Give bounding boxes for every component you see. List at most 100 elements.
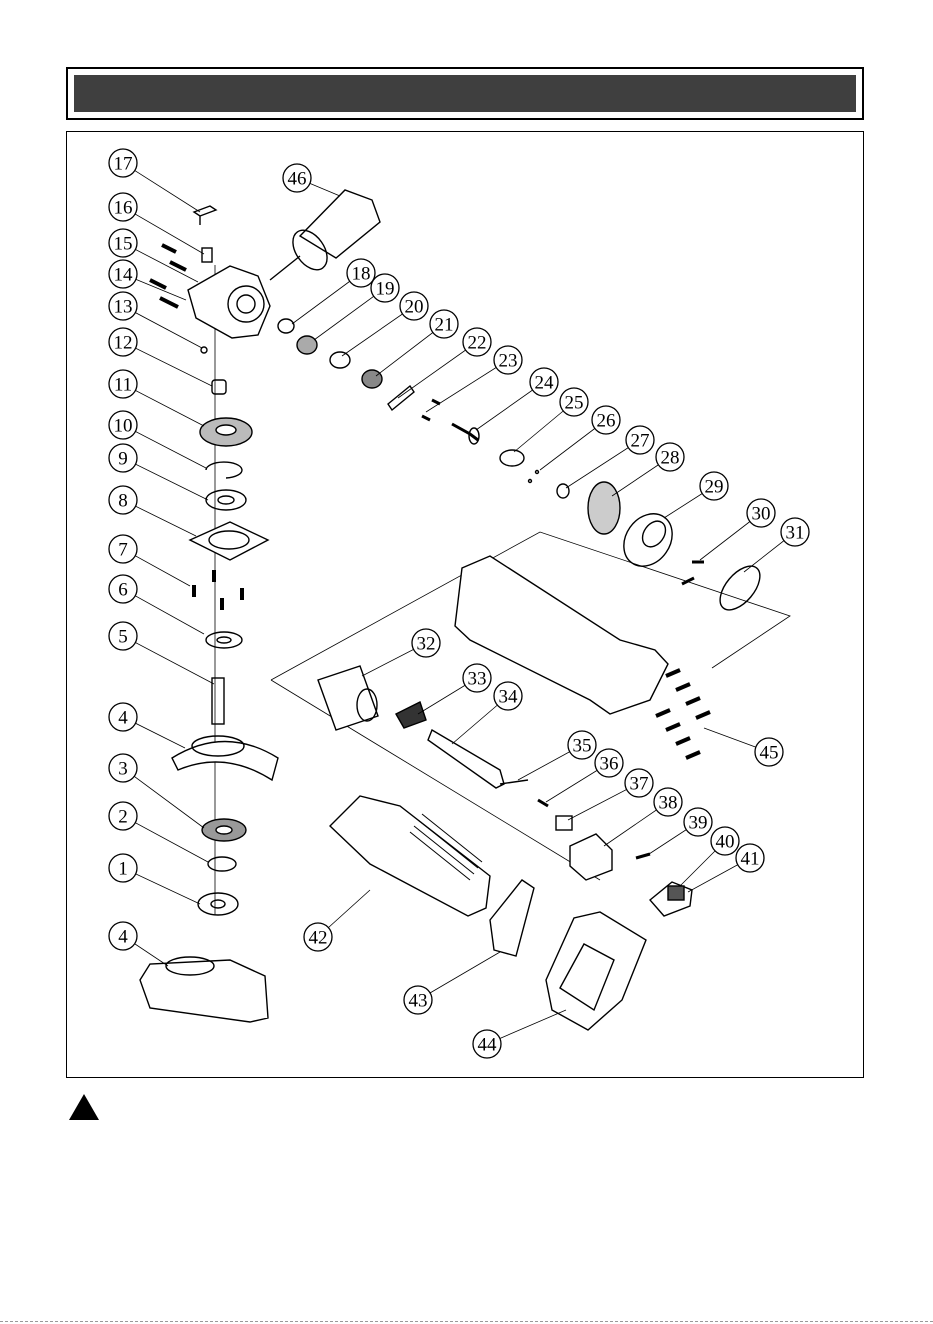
part-12-drawing (212, 380, 226, 394)
callout-number-10: 10 (114, 416, 133, 437)
part-screw-a (162, 245, 176, 252)
callout-32: 32 (412, 629, 440, 657)
callout-number-18: 18 (352, 264, 371, 285)
callout-9: 9 (109, 444, 137, 472)
callout-number-44: 44 (478, 1035, 498, 1056)
callout-40: 40 (711, 827, 739, 855)
callout-34: 34 (494, 682, 522, 710)
callout-44: 44 (473, 1030, 501, 1058)
callout-28: 28 (656, 443, 684, 471)
callout-number-2: 2 (118, 807, 128, 828)
part-screw-c (150, 280, 166, 288)
callout-number-37: 37 (630, 774, 649, 795)
part-17-drawing (194, 206, 216, 225)
part-33-drawing (396, 702, 426, 728)
motor-housing-drawing (455, 556, 668, 714)
part-screw-d (160, 298, 178, 307)
callout-37: 37 (625, 769, 653, 797)
callout-number-25: 25 (565, 393, 584, 414)
callout-22: 22 (463, 328, 491, 356)
part-31-drawing (713, 559, 768, 617)
part-29-drawing (614, 504, 682, 575)
callout-20: 20 (400, 292, 428, 320)
callout-number-11: 11 (114, 375, 132, 396)
callout-number-36: 36 (600, 754, 619, 775)
part-35-drawing (500, 780, 528, 784)
callout-43: 43 (404, 986, 432, 1014)
part-46-drawing (300, 190, 380, 258)
callout-35: 35 (568, 731, 596, 759)
part-43-drawing (490, 880, 534, 956)
warning-triangle-icon (68, 1093, 100, 1121)
part-41-drawing (668, 886, 684, 900)
part-6-drawing (206, 632, 242, 648)
part-24-drawing (452, 424, 478, 440)
callout-number-6: 6 (118, 580, 128, 601)
callout-41: 41 (736, 844, 764, 872)
callout-29: 29 (700, 472, 728, 500)
callout-19: 19 (371, 274, 399, 302)
part-2-drawing (208, 857, 236, 871)
callout-46: 46 (283, 164, 311, 192)
callout-number-46: 46 (288, 169, 307, 190)
leader-line-5 (123, 636, 214, 684)
part-23-screw-a (432, 400, 440, 404)
callout-number-28: 28 (661, 448, 680, 469)
callout-10: 10 (109, 411, 137, 439)
part-20-drawing (330, 352, 350, 368)
callout-number-19: 19 (376, 279, 395, 300)
callout-16: 16 (109, 193, 137, 221)
callout-33: 33 (463, 664, 491, 692)
part-16-drawing (202, 248, 212, 262)
callout-number-21: 21 (435, 315, 454, 336)
callout-38: 38 (654, 788, 682, 816)
part-34-drawing (428, 730, 504, 788)
callout-2: 2 (109, 802, 137, 830)
callout-31: 31 (781, 518, 809, 546)
part-18-drawing (278, 319, 294, 333)
callout-18: 18 (347, 259, 375, 287)
callout-number-22: 22 (468, 333, 487, 354)
part-4-alt-guard-drawing (140, 960, 268, 1022)
callout-number-40: 40 (716, 832, 735, 853)
callout-4: 4 (109, 922, 137, 950)
callout-15: 15 (109, 229, 137, 257)
callout-12: 12 (109, 328, 137, 356)
callout-24: 24 (530, 368, 558, 396)
part-23-screw-b (422, 416, 430, 420)
callout-number-13: 13 (114, 297, 133, 318)
callout-number-31: 31 (786, 523, 805, 544)
callout-number-33: 33 (468, 669, 487, 690)
callout-number-34: 34 (499, 687, 519, 708)
callout-number-4: 4 (118, 927, 128, 948)
part-8-drawing (190, 522, 268, 560)
callout-number-41: 41 (741, 849, 760, 870)
callout-number-9: 9 (118, 449, 128, 470)
part-9-drawing (206, 490, 246, 510)
part-5-drawing (212, 678, 224, 724)
callout-4: 4 (109, 703, 137, 731)
part-45-drawing (656, 670, 710, 758)
callout-26: 26 (592, 406, 620, 434)
part-27-drawing (557, 484, 569, 498)
callout-5: 5 (109, 622, 137, 650)
part-26-drawing (536, 471, 539, 474)
part-36-drawing (538, 800, 548, 806)
callout-number-29: 29 (705, 477, 724, 498)
callout-45: 45 (755, 738, 783, 766)
callout-number-8: 8 (118, 491, 128, 512)
part-25-drawing (500, 450, 524, 466)
callout-number-12: 12 (114, 333, 133, 354)
callout-number-17: 17 (114, 154, 133, 175)
callout-11: 11 (109, 370, 137, 398)
callout-number-42: 42 (309, 928, 328, 949)
callout-number-14: 14 (114, 265, 134, 286)
callout-number-7: 7 (118, 540, 128, 561)
callout-number-24: 24 (535, 373, 555, 394)
part-4-guard-drawing (172, 742, 278, 781)
callout-number-1: 1 (118, 859, 128, 880)
part-21-drawing (362, 370, 382, 388)
callout-1: 1 (109, 854, 137, 882)
part-28-drawing (588, 482, 620, 534)
